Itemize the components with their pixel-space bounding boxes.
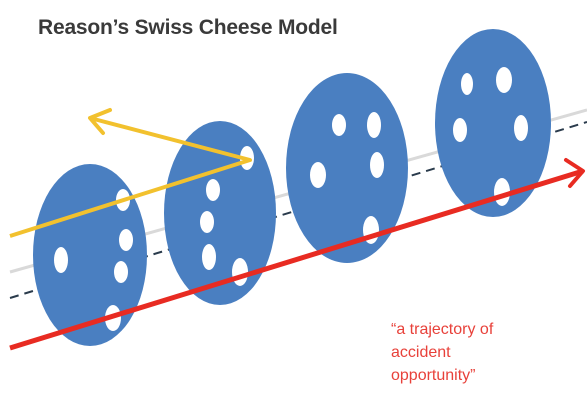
cheese-hole [119, 229, 133, 251]
cheese-hole [54, 247, 68, 273]
cheese-hole [367, 112, 381, 138]
caption-line: opportunity” [391, 367, 476, 384]
deflected-arrow [9, 108, 252, 238]
cheese-hole [206, 179, 220, 201]
cheese-hole [496, 67, 512, 93]
cheese-hole [453, 118, 467, 142]
cheese-hole [310, 162, 326, 188]
trajectory-arrow [9, 158, 585, 351]
trajectory-caption: “a trajectory of accident opportunity” [391, 318, 551, 387]
diagram-title: Reason’s Swiss Cheese Model [38, 16, 338, 39]
cheese-hole [202, 244, 216, 270]
arrow-right-icon [564, 158, 585, 188]
cheese-slice-4 [435, 29, 551, 217]
caption-line: “a trajectory of [391, 321, 494, 338]
cheese-hole [514, 115, 528, 141]
cheese-slice-2 [164, 121, 276, 305]
cheese-hole [332, 114, 346, 136]
cheese-hole [232, 258, 248, 286]
cheese-hole [370, 152, 384, 178]
cheese-slice-3 [286, 73, 408, 263]
cheese-hole [114, 261, 128, 283]
arrow-up-left-icon [88, 108, 112, 135]
cheese-slice-1 [33, 164, 147, 346]
cheese-hole [200, 211, 214, 233]
cheese-hole [461, 73, 473, 95]
caption-line: accident [391, 344, 451, 361]
